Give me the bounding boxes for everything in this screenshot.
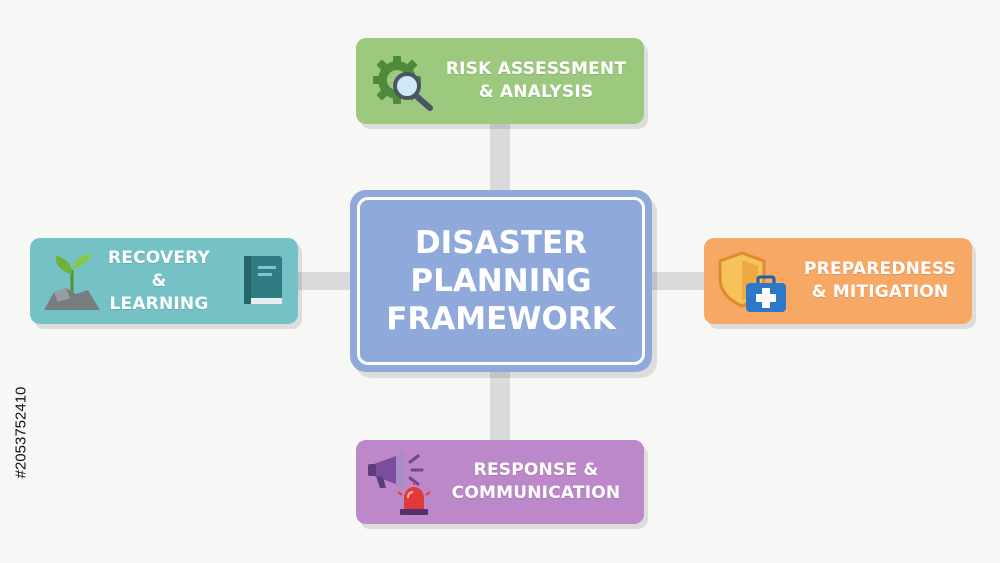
book-icon	[244, 256, 282, 304]
sprout-rock-icon	[44, 254, 100, 310]
siren-icon	[397, 482, 431, 515]
first-aid-kit-icon	[746, 275, 786, 312]
node-risk-label: RISK ASSESSMENT & ANALYSIS	[445, 59, 627, 102]
gear-magnifier-icon	[373, 56, 433, 111]
connector-right	[650, 272, 708, 290]
center-node: DISASTER PLANNING FRAMEWORK	[350, 190, 652, 372]
stock-id-text: #2053752410	[12, 386, 30, 479]
center-node-frame: DISASTER PLANNING FRAMEWORK	[357, 197, 645, 365]
megaphone-icon	[368, 452, 424, 488]
node-preparedness-label: PREPAREDNESS & MITIGATION	[804, 259, 956, 302]
connector-bottom	[490, 368, 510, 445]
connector-left	[293, 272, 353, 290]
node-response-label: RESPONSE & COMMUNICATION	[451, 460, 621, 503]
node-recovery-label: RECOVERY & LEARNING	[107, 247, 210, 314]
stock-id-watermark: #2053752410	[6, 320, 36, 545]
connector-top	[490, 120, 510, 195]
center-title: DISASTER PLANNING FRAMEWORK	[386, 225, 616, 337]
